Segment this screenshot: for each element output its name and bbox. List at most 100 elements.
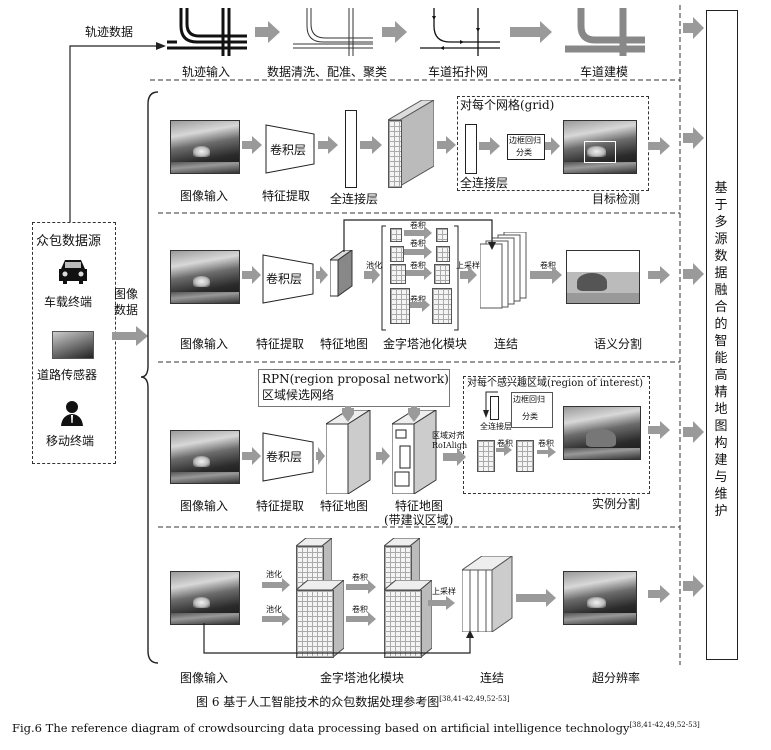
det-result-image xyxy=(563,120,637,174)
sem-pyr-level-2 xyxy=(390,246,404,262)
lane-model-label: 车道建模 xyxy=(580,65,629,79)
sem-feature-extract-label: 特征提取 xyxy=(256,337,305,351)
sr-concat-stack xyxy=(462,556,513,632)
sem-pyr-out-2 xyxy=(436,246,450,262)
ins-feature-extract-label: 特征提取 xyxy=(256,499,305,513)
det-grid-fc-label: 全连接层 xyxy=(460,176,509,190)
sem-result-image xyxy=(566,250,640,304)
rpn-line-1: RPN(region proposal network) xyxy=(262,372,449,386)
sr-image-input xyxy=(170,571,240,625)
det-image-input xyxy=(170,120,240,174)
ins-feature-map2-label: 特征地图 xyxy=(395,499,444,513)
lane-topology-graphic xyxy=(420,8,500,56)
ins-fc-bar xyxy=(490,396,499,420)
ins-roi-feature-1 xyxy=(477,440,495,472)
sr-concat-label: 连结 xyxy=(480,671,505,685)
sem-conv-small-2: 卷积 xyxy=(410,239,426,248)
sr-conv-small-2: 卷积 xyxy=(352,605,368,614)
ins-fc-label: 全连接层 xyxy=(480,422,512,431)
ins-bbox-label: 边框回归 xyxy=(513,395,545,404)
caption-cn-ref: [38,41-42,49,52-53] xyxy=(439,695,510,703)
caption-en: Fig.6 The reference diagram of crowdsour… xyxy=(12,722,700,734)
ins-roi-align-2: RoIAlign xyxy=(432,441,468,450)
sr-result-label: 超分辨率 xyxy=(592,671,641,685)
image-data-label-2: 数据 xyxy=(114,303,139,317)
sem-feature-map-label: 特征地图 xyxy=(320,337,369,351)
terminal-mobile: 移动终端 xyxy=(46,434,95,448)
sem-pyr-level-1 xyxy=(390,228,402,242)
caption-en-ref: [38,41-42,49,52-53] xyxy=(629,721,700,729)
sem-conv-final-label: 卷积 xyxy=(540,261,556,270)
ins-classify-label: 分类 xyxy=(522,412,538,421)
det-result-label: 目标检测 xyxy=(592,192,641,206)
ins-feature-map-label: 特征地图 xyxy=(320,499,369,513)
sem-pyramid-label: 金字塔池化模块 xyxy=(383,337,468,351)
person-icon xyxy=(61,401,83,426)
sr-conv-small-1: 卷积 xyxy=(352,573,368,582)
hd-map-box xyxy=(706,10,738,660)
ins-feature-map2-sub: (带建议区域) xyxy=(384,513,454,527)
sem-upsample-label: 上采样 xyxy=(456,261,480,270)
sem-conv-small-1: 卷积 xyxy=(410,221,426,230)
sr-pooling-label-2: 池化 xyxy=(266,605,282,614)
sr-upsample-label: 上采样 xyxy=(432,587,456,596)
sem-conv-label: 卷积层 xyxy=(266,272,303,286)
ins-feature-map xyxy=(326,410,371,494)
sr-pooling-label-1: 池化 xyxy=(266,570,282,579)
det-image-input-label: 图像输入 xyxy=(180,189,229,203)
lane-topology-label: 车道拓扑网 xyxy=(428,65,489,79)
ins-bbox-box xyxy=(511,392,553,428)
det-fc-bar xyxy=(345,110,357,188)
det-conv-trapezoid xyxy=(265,124,315,174)
ins-conv-label: 卷积层 xyxy=(266,450,303,464)
road-sensor-icon xyxy=(52,331,94,359)
ins-result-image xyxy=(563,406,641,460)
sem-conv-trapezoid xyxy=(262,254,314,304)
sr-result-image xyxy=(563,571,637,625)
crowd-source-box xyxy=(32,222,116,464)
sem-image-input xyxy=(170,250,240,304)
terminal-vehicle: 车载终端 xyxy=(44,295,93,309)
sem-pooling-label: 池化 xyxy=(366,261,382,270)
sem-pyr-out-1 xyxy=(436,228,448,242)
caption-en-text: Fig.6 The reference diagram of crowdsour… xyxy=(12,720,630,735)
ins-roi-title: 对每个感兴趣区域(region of interest) xyxy=(467,378,644,389)
ins-roi-box xyxy=(463,376,650,494)
car-icon xyxy=(59,260,87,284)
data-cleaning-label: 数据清洗、配准、聚类 xyxy=(267,65,388,79)
det-grid-title: 对每个网格(grid) xyxy=(460,98,555,112)
sem-pyr-out-4 xyxy=(432,288,452,324)
ins-roi-align-1: 区域对齐 xyxy=(432,431,464,440)
ins-image-input-label: 图像输入 xyxy=(180,499,229,513)
terminal-road-sensor: 道路传感器 xyxy=(37,368,98,382)
det-conv-label: 卷积层 xyxy=(270,143,307,157)
sem-pyr-out-3 xyxy=(434,264,450,284)
ins-image-input xyxy=(170,430,240,484)
det-bbox-label: 边框回归 xyxy=(509,136,541,145)
sem-result-label: 语义分割 xyxy=(594,337,643,351)
sr-image-input-label: 图像输入 xyxy=(180,671,229,685)
sem-conv-small-4: 卷积 xyxy=(410,295,426,304)
sem-feature-map xyxy=(330,250,353,297)
rpn-box xyxy=(258,369,450,407)
ins-conv-small-1: 卷积 xyxy=(497,439,513,448)
sem-conv-small-3: 卷积 xyxy=(410,261,426,270)
image-data-label-1: 图像 xyxy=(114,287,139,301)
sr-pyramid-label: 金字塔池化模块 xyxy=(320,671,405,685)
caption-cn: 图 6 基于人工智能技术的众包数据处理参考图[38,41-42,49,52-53… xyxy=(196,695,510,709)
sem-concat-label: 连结 xyxy=(494,337,519,351)
sr-pool-large-grid xyxy=(296,590,334,658)
ins-result-label: 实例分割 xyxy=(592,497,641,511)
ins-conv-small-2: 卷积 xyxy=(538,439,554,448)
det-feature-grid xyxy=(388,120,402,188)
ins-conv-trapezoid xyxy=(262,432,314,482)
det-fc-label: 全连接层 xyxy=(330,192,379,206)
lane-model-graphic xyxy=(565,8,645,56)
trajectory-data-label: 轨迹数据 xyxy=(85,25,134,39)
